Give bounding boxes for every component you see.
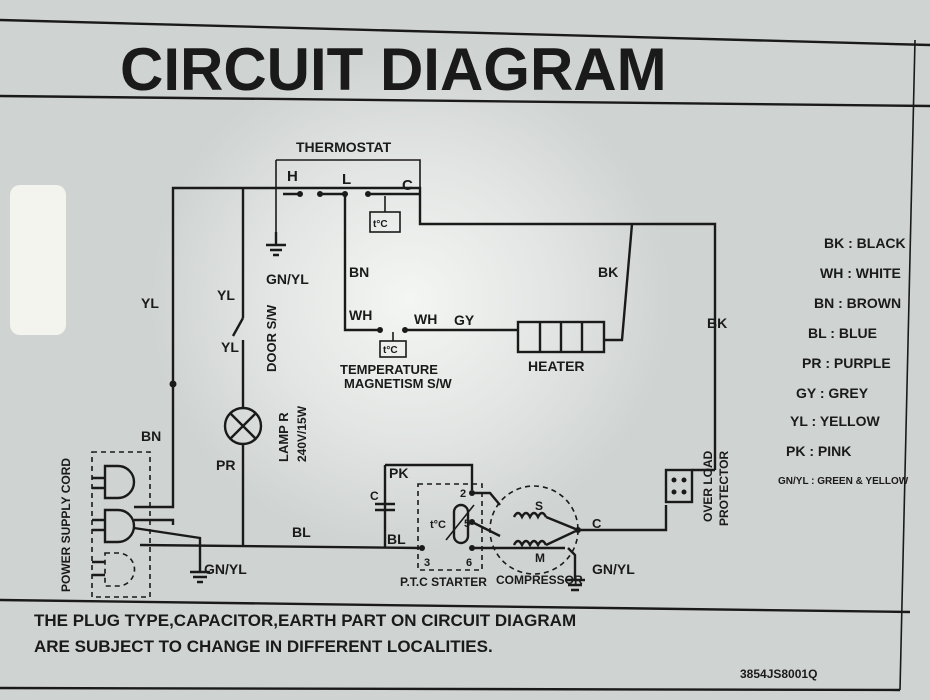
wire-bn-left: BN	[141, 428, 161, 444]
ptc-starter-label: P.T.C STARTER	[400, 575, 487, 589]
wire-bn-top: BN	[349, 264, 369, 280]
wire-bk-top: BK	[598, 264, 618, 280]
thermostat-temp-symbol: t°C	[373, 219, 388, 230]
temp-magnetism-symbol: t°C	[383, 345, 398, 356]
wire-gnyl-bottom-left: GN/YL	[204, 561, 247, 577]
temp-magnetism-label-2: MAGNETISM S/W	[344, 376, 452, 391]
part-number: 3854JS8001Q	[740, 667, 817, 681]
legend-item: BN : BROWN	[814, 295, 901, 311]
lamp-label: LAMP R	[276, 412, 291, 462]
ptc-starter-box	[417, 483, 483, 571]
coil-m-label: M	[535, 551, 545, 565]
capacitor-label: C	[370, 489, 379, 503]
legend-item: YL : YELLOW	[790, 413, 880, 429]
wire-yl-door-bottom: YL	[221, 339, 239, 355]
thermostat-label: THERMOSTAT	[296, 139, 392, 155]
overload-label-2: PROTECTOR	[717, 451, 731, 526]
color-legend: BK : BLACK WH : WHITE BN : BROWN BL : BL…	[778, 235, 909, 487]
wiring	[91, 159, 717, 598]
wire-bk-right: BK	[707, 315, 727, 331]
wire-gnyl-top: GN/YL	[266, 271, 309, 287]
legend-item: BK : BLACK	[824, 235, 906, 251]
wire-pk: PK	[389, 465, 408, 481]
wire-yl-door-top: YL	[217, 287, 235, 303]
lamp-rating-label: 240V/15W	[295, 405, 309, 462]
compressor-circle	[489, 485, 579, 575]
wire-wh-2: WH	[414, 311, 437, 327]
footer-note-line-2: ARE SUBJECT TO CHANGE IN DIFFERENT LOCAL…	[34, 637, 493, 656]
ptc-temp-symbol: t°C	[430, 519, 446, 531]
power-cord-box	[91, 451, 151, 598]
thermostat-terminal-h: H	[287, 168, 298, 185]
thermostat-terminal-c: C	[402, 177, 413, 194]
wire-wh-1: WH	[349, 307, 372, 323]
legend-item: PR : PURPLE	[802, 355, 891, 371]
overload-label-1: OVER LOAD	[701, 450, 715, 522]
compressor-c-label: C	[592, 516, 602, 531]
ptc-pin-3: 3	[424, 557, 430, 569]
temp-magnetism-label-1: TEMPERATURE	[340, 362, 438, 377]
thermostat-frame	[276, 159, 421, 188]
wire-bl-main: BL	[292, 524, 311, 540]
thermostat-terminal-l: L	[342, 171, 351, 188]
wire-gnyl-bottom-right: GN/YL	[592, 561, 635, 577]
wire-pr: PR	[216, 457, 235, 473]
legend-item: BL : BLUE	[808, 325, 877, 341]
overload-protector	[664, 468, 694, 504]
heater-label: HEATER	[528, 358, 585, 374]
door-switch-label: DOOR S/W	[264, 304, 279, 372]
power-cord-label: POWER SUPPLY CORD	[59, 458, 73, 592]
coil-s-label: S	[535, 499, 543, 513]
legend-item: PK : PINK	[786, 443, 851, 459]
ptc-pin-6: 6	[466, 557, 472, 569]
compressor-label: COMPRESSOR	[496, 573, 583, 587]
legend-item: WH : WHITE	[820, 265, 901, 281]
wire-yl-left: YL	[141, 295, 159, 311]
wire-gy: GY	[454, 312, 475, 328]
worn-patch	[10, 185, 66, 335]
wire-bl-ptc: BL	[387, 531, 406, 547]
ptc-pin-2: 2	[460, 488, 466, 500]
ptc-pin-5: 5	[464, 518, 470, 530]
legend-item: GY : GREY	[796, 385, 869, 401]
sheet-right-edge	[899, 39, 916, 691]
footer-note-line-1: THE PLUG TYPE,CAPACITOR,EARTH PART ON CI…	[34, 611, 576, 630]
diagram-title: CIRCUIT DIAGRAM	[120, 36, 667, 103]
sheet-border-lines	[0, 18, 930, 692]
legend-item: GN/YL : GREEN & YELLOW	[778, 476, 909, 487]
